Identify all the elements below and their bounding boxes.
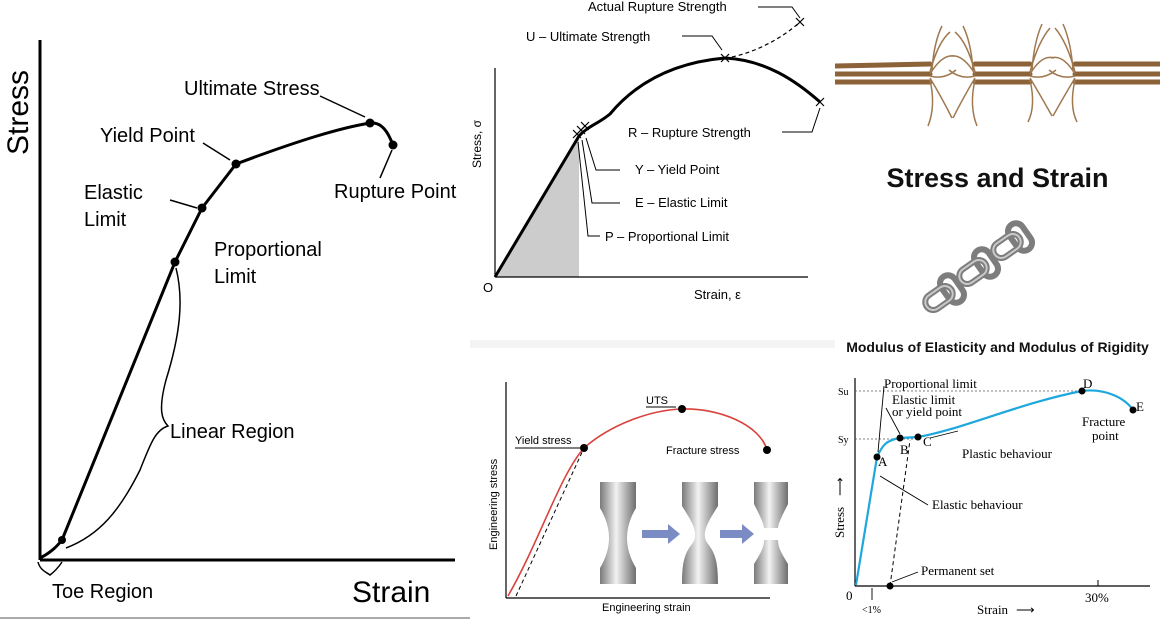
yield-stress-point: [580, 444, 588, 452]
rupture-strength-label: R – Rupture Strength: [628, 125, 751, 140]
progression-arrows: [642, 524, 754, 544]
y-axis-label: Stress, σ: [470, 119, 484, 168]
fracture-point-label-2: point: [1092, 428, 1119, 443]
fracture-stress-point: [763, 446, 771, 454]
stress-strain-behaviour-diagram: Su Sy Proportional limit Elastic limit o…: [832, 376, 1150, 617]
rupture-point-label: Rupture Point: [334, 181, 457, 203]
stress-strain-curve: [39, 121, 395, 560]
chain-image: [922, 220, 1036, 314]
engineering-curve: [507, 408, 768, 597]
y-axis-arrow: ⟶: [832, 477, 847, 496]
rupture-leader: [379, 149, 393, 179]
subtitle-modulus: Modulus of Elasticity and Modulus of Rig…: [846, 339, 1149, 355]
rupture-point: [388, 140, 398, 150]
plot-frame-bg: [470, 340, 835, 348]
x-axis-label: Engineering strain: [602, 602, 691, 614]
yield-leader: [202, 142, 231, 161]
specimen-initial: [600, 482, 636, 584]
ultimate-stress-label: Ultimate Stress: [184, 78, 320, 100]
elastic-limit-label-1: Elastic: [84, 182, 143, 204]
elastic-limit-label: E – Elastic Limit: [635, 195, 728, 210]
specimen-necking: [682, 482, 718, 584]
point-d-label: D: [1083, 376, 1092, 391]
elastic-limit-label-2: Limit: [84, 209, 127, 231]
x-tick-low: <1%: [862, 605, 881, 616]
stress-strain-diagram-main: Stress Strain Ultimate Stress Yield Poin…: [0, 40, 470, 619]
proportional-limit-label-2: Limit: [214, 266, 257, 288]
linear-region-label: Linear Region: [170, 421, 295, 443]
elastic-limit-label-1: Elastic limit: [892, 392, 956, 407]
proportional-limit-label: P – Proportional Limit: [605, 229, 729, 244]
plastic-behaviour-label: Plastic behaviour: [962, 446, 1053, 461]
curve-points: [873, 387, 1137, 590]
point-e-label: E: [1136, 399, 1144, 414]
x-tick-high: 30%: [1085, 590, 1109, 605]
fracture-stress-label: Fracture stress: [666, 445, 740, 457]
yield-stress-label: Yield stress: [515, 435, 572, 447]
x-axis-label: Strain: [352, 576, 430, 609]
uts-label: UTS: [646, 395, 668, 407]
proportional-limit-label: Proportional limit: [884, 376, 977, 391]
unloading-line: [889, 439, 911, 587]
specimen-fractured-top: [754, 482, 788, 528]
sy-label: Sy: [838, 435, 849, 446]
ultimate-leader: [319, 95, 366, 118]
origin-label: 0: [846, 588, 853, 603]
proportional-limit-label-1: Proportional: [214, 239, 322, 261]
actual-rupture-label: Actual Rupture Strength: [588, 0, 727, 14]
curve-markers: [572, 17, 825, 139]
ultimate-strength-label: U – Ultimate Strength: [526, 29, 650, 44]
engineering-stress-strain-diagram: UTS Yield stress Fracture stress Enginee…: [470, 340, 835, 614]
frayed-rope-image: [835, 23, 1160, 127]
title-stress-and-strain: Stress and Strain: [886, 163, 1109, 193]
behaviour-curve: [854, 389, 1134, 586]
uts-point: [678, 405, 686, 413]
toe-point: [58, 536, 66, 544]
elastic-leader: [169, 199, 198, 209]
offset-line: [515, 447, 585, 597]
x-axis-label: Strain: [977, 602, 1009, 617]
y-axis-label: Stress: [2, 70, 35, 155]
proportional-limit-point: [170, 257, 180, 267]
y-axis-label: Stress: [832, 507, 847, 538]
elastic-behaviour-label: Elastic behaviour: [932, 497, 1023, 512]
leader-lines: [577, 6, 821, 237]
pointer-lines: [871, 385, 959, 600]
strength-points-diagram: Actual Rupture Strength U – Ultimate Str…: [470, 0, 825, 302]
elastic-limit-point: [197, 203, 207, 213]
toe-region-brace: [37, 561, 63, 576]
ultimate-stress-point: [365, 118, 375, 128]
su-label: Su: [838, 387, 849, 398]
y-axis-label: Engineering stress: [488, 458, 500, 550]
linear-region-brace: [65, 267, 181, 549]
fracture-point-label-1: Fracture: [1082, 414, 1126, 429]
elastic-limit-label-2: or yield point: [892, 404, 962, 419]
origin-label: O: [483, 280, 493, 295]
x-axis-label: Strain, ε: [694, 287, 741, 302]
toe-region-label: Toe Region: [52, 581, 153, 603]
point-c-label: C: [923, 434, 932, 449]
actual-rupture-curve: [724, 21, 801, 59]
point-a-label: A: [878, 454, 888, 469]
yield-point-label: Yield Point: [100, 125, 195, 147]
specimen-fractured-bottom: [754, 540, 788, 584]
yield-point-label: Y – Yield Point: [635, 162, 720, 177]
yield-point: [231, 159, 241, 169]
x-axis-arrow: ⟶: [1016, 602, 1035, 617]
point-b-label: B: [900, 442, 909, 457]
stress-strain-curve: [493, 56, 821, 278]
permanent-set-label: Permanent set: [921, 563, 995, 578]
